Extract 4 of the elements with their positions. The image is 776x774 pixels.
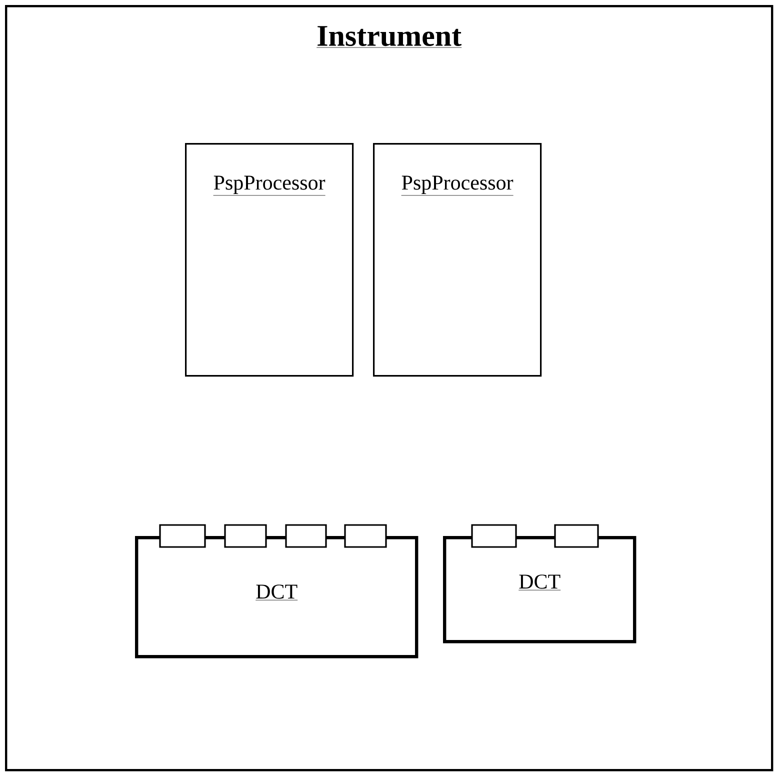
dct-box: DCT — [443, 536, 636, 644]
component-box: PspProcessor — [373, 143, 542, 377]
component-box: PspProcessor — [185, 143, 354, 377]
dct-box: DCT — [135, 536, 418, 658]
